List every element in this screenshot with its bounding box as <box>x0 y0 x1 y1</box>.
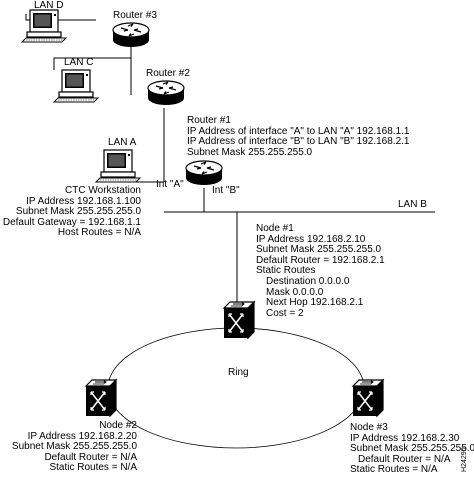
router-1-if-b: IP Address of interface "B" to LAN "B" 1… <box>187 136 410 148</box>
lan-b-label: LAN B <box>398 199 427 210</box>
node-3-info: Node #3 IP Address 192.168.2.30 Subnet M… <box>350 422 474 476</box>
ctc-info: CTC Workstation IP Address 192.168.1.100… <box>2 185 141 239</box>
node-1-info: Node #1 IP Address 192.168.2.10 Subnet M… <box>256 223 385 319</box>
node-1-mask: Subnet Mask 255.255.255.0 <box>256 244 382 256</box>
node-3-icon <box>352 379 384 417</box>
node-3-routes: Static Routes = N/A <box>350 464 438 476</box>
node-2-routes: Static Routes = N/A <box>49 462 137 474</box>
node-1-ip: IP Address 192.168.2.10 <box>256 233 366 245</box>
node-1-cost: Cost = 2 <box>266 307 304 319</box>
node-3-mask: Subnet Mask 255.255.255.0 <box>350 443 474 455</box>
ring-label: Ring <box>228 367 249 378</box>
lan-c-line <box>53 57 131 70</box>
ctc-title: CTC Workstation <box>65 185 141 196</box>
lan-d-label: LAN D <box>34 0 64 11</box>
node-3-ip: IP Address 192.168.2.30 <box>350 432 460 444</box>
router-2-label: Router #2 <box>146 68 190 79</box>
ctc-workstation-icon <box>95 149 141 183</box>
node-1-title: Node #1 <box>256 223 294 234</box>
node-1-dest: Destination 0.0.0.0 <box>266 275 350 287</box>
node-1-hop: Next Hop 192.168.2.1 <box>266 297 364 309</box>
ctc-routes: Host Routes = N/A <box>57 227 141 239</box>
router-3-label: Router #3 <box>113 10 157 21</box>
lan-d-workstation-icon <box>21 9 67 43</box>
node-1-icon <box>223 301 255 339</box>
ctc-ip: IP Address 192.168.1.100 <box>26 195 141 207</box>
lan-a-label: LAN A <box>108 137 137 148</box>
node-2-title: Node #2 <box>99 420 137 431</box>
lan-d-line <box>25 14 96 21</box>
ctc-gateway: Default Gateway = 192.168.1.1 <box>2 216 141 228</box>
router-3-icon <box>112 22 150 48</box>
node-1-smask: Mask 0.0.0.0 <box>266 286 324 298</box>
lan-c-workstation-icon <box>53 69 99 103</box>
node-2-info: Node #2 IP Address 192.168.2.20 Subnet M… <box>11 420 137 474</box>
lan-c-label: LAN C <box>64 57 94 68</box>
node-2-mask: Subnet Mask 255.255.255.0 <box>11 441 137 453</box>
interface-b-label: Int "B" <box>212 185 240 196</box>
router-1-info: Router #1 IP Address of interface "A" to… <box>187 115 410 158</box>
node-2-icon <box>85 379 117 417</box>
node-1-static: Static Routes <box>256 265 316 277</box>
node-3-router: Default Router = N/A <box>358 453 451 465</box>
router-2-icon <box>147 80 185 106</box>
node-2-ip: IP Address 192.168.2.20 <box>27 430 137 442</box>
figure-id: H24290 <box>461 447 468 472</box>
node-1-router: Default Router = 192.168.2.1 <box>256 254 385 266</box>
router-1-icon <box>185 160 223 186</box>
router-1-title: Router #1 <box>187 115 231 126</box>
interface-a-label: Int "A" <box>156 179 184 190</box>
node-3-title: Node #3 <box>350 422 388 433</box>
router-1-if-a: IP Address of interface "A" to LAN "A" 1… <box>187 125 410 137</box>
router-1-mask: Subnet Mask 255.255.255.0 <box>187 146 313 158</box>
ring <box>107 327 365 449</box>
ctc-mask: Subnet Mask 255.255.255.0 <box>15 206 141 218</box>
node-2-router: Default Router = N/A <box>44 451 137 463</box>
